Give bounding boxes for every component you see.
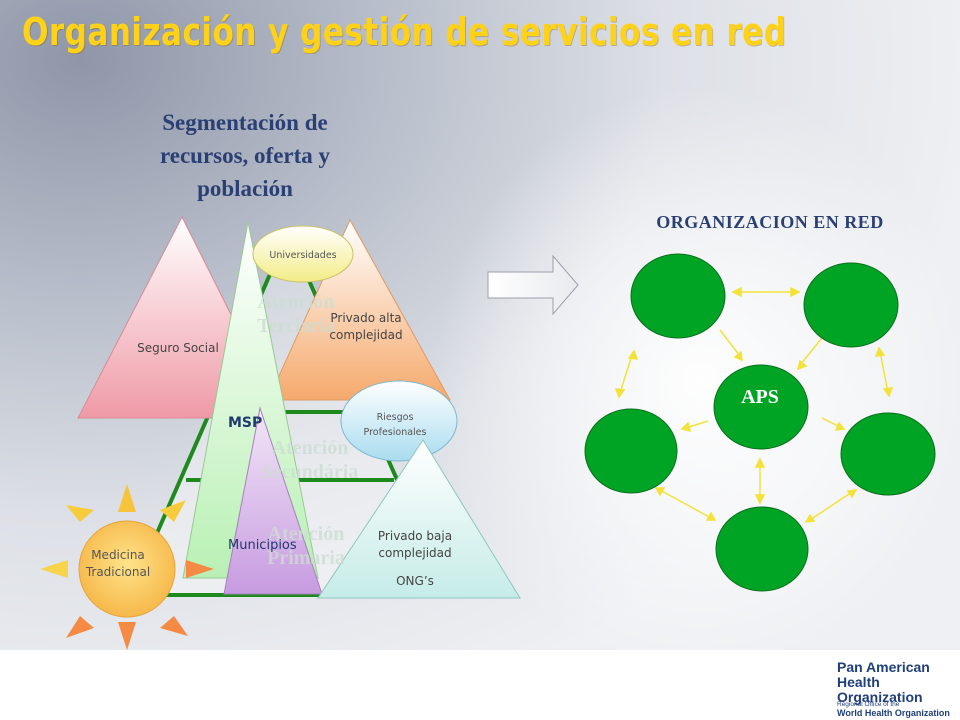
sun-disc xyxy=(78,520,176,618)
link-arrowhead xyxy=(731,286,742,298)
ongs-label: ONG’s xyxy=(396,574,434,588)
node-mid-right xyxy=(840,412,936,496)
logo-sub1: Regional Office of the xyxy=(837,701,900,708)
diagram-canvas xyxy=(40,215,936,650)
link-arrowhead xyxy=(614,388,626,399)
node-top-left xyxy=(630,253,726,339)
link-arrow xyxy=(809,491,853,521)
link-arrowhead xyxy=(790,286,801,298)
paho-logo-subtitle: Regional Office of the World Health Orga… xyxy=(837,701,950,719)
link-arrowhead xyxy=(754,494,766,505)
aps-node-label: APS xyxy=(741,386,779,408)
sun-ray xyxy=(118,622,136,650)
link-arrowhead xyxy=(846,489,858,499)
logo-sub2: World Health Organization xyxy=(837,709,950,719)
transition-arrow-icon xyxy=(487,254,579,316)
sun-ray xyxy=(118,484,136,512)
slide-title: Organización y gestión de servicios en r… xyxy=(22,10,787,54)
seguro-social-label: Seguro Social xyxy=(137,341,219,355)
link-arrowhead xyxy=(874,346,886,357)
link-arrowhead xyxy=(882,387,894,398)
logo-sub2-text: World Health Organization xyxy=(837,708,950,718)
privado-baja-label: Privado baja complejidad xyxy=(377,529,453,560)
link-arrow xyxy=(821,417,841,428)
link-arrow xyxy=(619,354,633,394)
sun-ray xyxy=(160,616,188,636)
network-links xyxy=(614,286,894,523)
universidades-label: Universidades xyxy=(269,250,337,261)
link-arrowhead xyxy=(796,359,808,371)
node-top-right xyxy=(803,262,899,348)
link-arrowhead xyxy=(705,511,717,521)
sun-ray xyxy=(160,500,186,522)
riesgos-profesionales-label: Riesgos Profesionales xyxy=(363,412,427,438)
logo-line3: Organization xyxy=(837,689,923,705)
network-nodes xyxy=(584,253,936,592)
network-heading: ORGANIZACION EN RED xyxy=(656,212,884,232)
link-arrowhead xyxy=(680,421,692,433)
logo-line1: Pan American xyxy=(837,659,930,675)
municipios-triangle xyxy=(223,406,323,595)
atencion-secundaria-label: Atención Secundária xyxy=(261,437,359,483)
link-arrow xyxy=(799,337,823,366)
link-arrowhead xyxy=(754,457,766,468)
medicina-tradicional-sun xyxy=(40,484,214,650)
riesgos-profesionales-oval xyxy=(340,380,458,462)
link-arrowhead xyxy=(733,350,743,362)
medicina-tradicional-label: Medicina Tradicional xyxy=(85,548,151,579)
link-arrow xyxy=(659,489,712,519)
sun-ray xyxy=(66,505,94,522)
municipios-label: Municipios xyxy=(228,538,297,553)
msp-label: MSP xyxy=(228,415,263,431)
link-arrowhead xyxy=(654,487,666,497)
link-arrowhead xyxy=(834,421,846,431)
sun-ray xyxy=(40,560,68,578)
sun-ray xyxy=(66,616,94,638)
node-bottom xyxy=(715,506,809,592)
link-arrow xyxy=(719,329,741,357)
slide-footer: Pan American Health Organization Regiona… xyxy=(0,650,960,720)
logo-line2: Health xyxy=(837,674,880,690)
paho-logo-wordmark: Pan American Health Organization xyxy=(837,660,930,705)
privado-baja-triangle xyxy=(317,439,521,599)
privado-alta-label: Privado alta complejidad xyxy=(329,311,403,342)
sun-ray xyxy=(186,560,214,578)
universidades-oval xyxy=(252,225,354,283)
node-mid-left xyxy=(584,408,678,494)
atencion-primaria-label: Atención Primaria xyxy=(267,523,345,569)
node-aps xyxy=(713,364,809,450)
link-arrowhead xyxy=(627,349,639,360)
link-arrow xyxy=(879,351,889,393)
slide: Organización y gestión de servicios en r… xyxy=(0,0,960,650)
link-arrowhead xyxy=(804,513,816,523)
atencion-terciaria-label: Atención Terciaria xyxy=(257,291,335,337)
segmentation-heading: Segmentación de recursos, oferta y pobla… xyxy=(159,110,331,201)
